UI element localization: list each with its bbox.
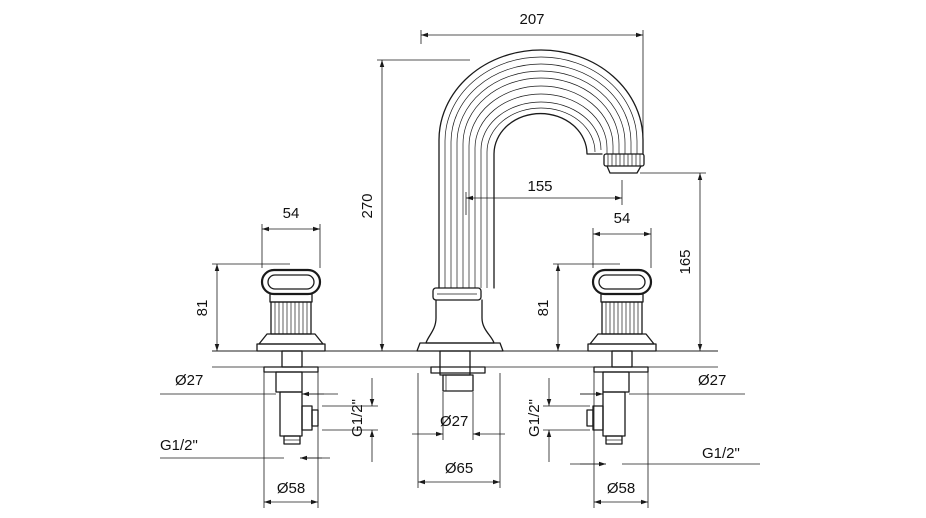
label-spout-height: 270 [359,193,376,218]
dimension-lines [160,30,760,508]
label-outlet-height: 165 [677,249,694,274]
label-handle-height-left: 81 [194,300,211,317]
dimension-labels: 207 270 155 165 54 54 81 81 Ø27 Ø27 Ø27 … [160,11,740,497]
right-valve [586,268,657,445]
label-spout-projection: 155 [527,178,552,195]
label-handle-height-right: 81 [535,300,552,317]
label-thread-right: G1/2" [526,399,543,437]
label-inlet-right: G1/2" [702,445,740,462]
label-shank-dia-left: Ø27 [175,372,203,389]
label-handle-width-right: 54 [614,210,631,227]
label-handle-width-left: 54 [283,205,300,222]
label-spout-reach: 207 [519,11,544,28]
label-base-dia-left: Ø58 [277,480,305,497]
label-spout-shank-dia: Ø27 [440,413,468,430]
label-spout-base-dia: Ø65 [445,460,473,477]
label-thread-left: G1/2" [349,399,366,437]
spout [416,49,645,392]
countertop [212,350,718,368]
label-base-dia-right: Ø58 [607,480,635,497]
label-inlet-left: G1/2" [160,437,198,454]
left-valve [256,268,326,445]
label-shank-dia-right: Ø27 [698,372,726,389]
